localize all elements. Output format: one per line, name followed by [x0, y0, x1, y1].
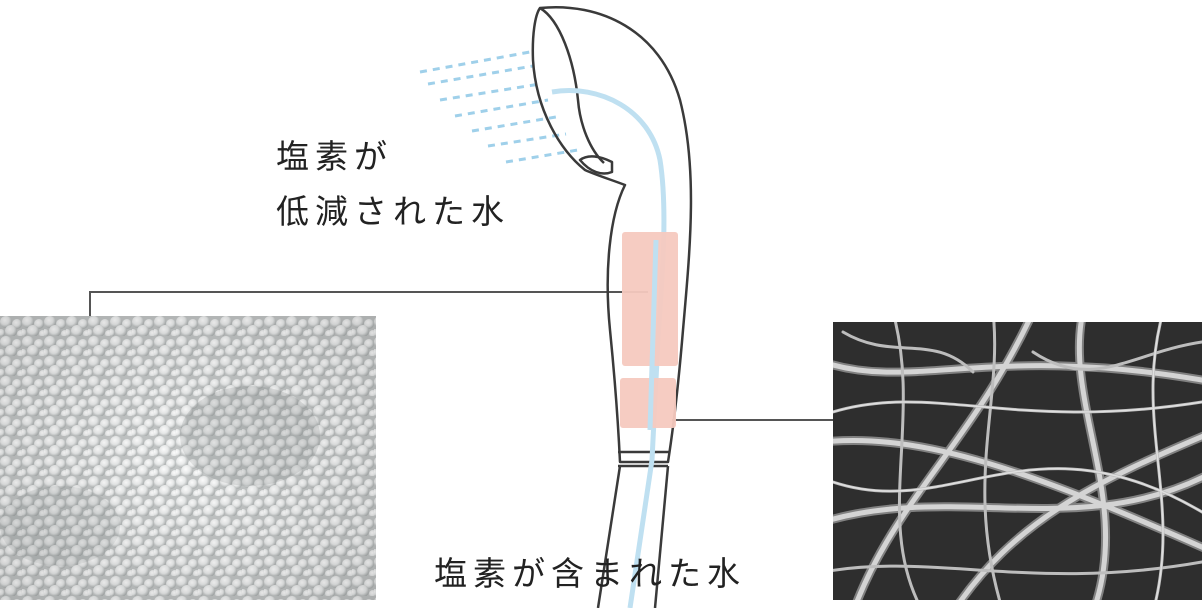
- leader-line-left: [89, 291, 648, 318]
- water-through-filter: [647, 239, 659, 431]
- water-spray: [419, 50, 579, 164]
- filter-lower: [620, 378, 676, 428]
- granular-filter-media-photo: [0, 316, 376, 600]
- shower-head-body: [531, 6, 693, 608]
- label-chlorine-reduced-line1: 塩素が: [276, 137, 393, 176]
- fiber-filter-microscope-photo: [833, 322, 1202, 600]
- label-chlorine-containing: 塩素が含まれた水: [434, 554, 746, 593]
- label-chlorine-reduced-line2: 低減された水: [276, 192, 510, 231]
- filter-upper: [622, 232, 678, 366]
